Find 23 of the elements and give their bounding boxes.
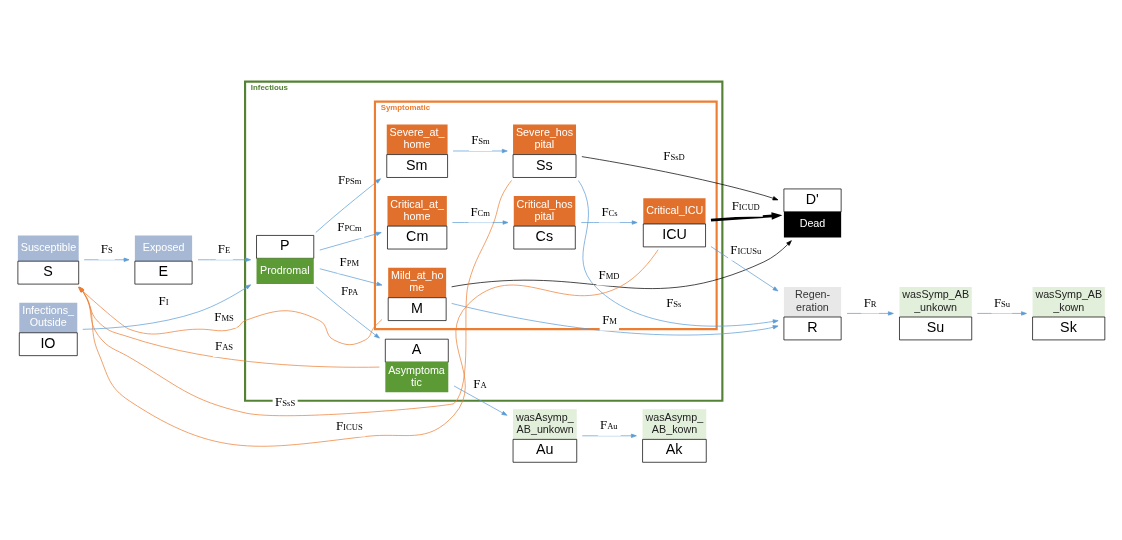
edge-label: FCm [470,204,491,219]
edge-label: FA [473,376,487,391]
edge-label: FPA [340,283,359,298]
edge-label: FAu [600,417,618,432]
edge-label: FPCm [337,219,362,234]
edge-label: FCs [601,204,618,219]
edge-label: FICUD [731,198,760,213]
edge-label: FSsD [663,148,685,163]
edge-label: FMS [214,309,234,324]
edge-label: FSs [666,295,682,310]
edge-label: FR [863,295,877,310]
edge-label: FS [100,241,113,256]
edge-label: FSm [471,132,490,147]
edge-label: FMD [598,267,620,282]
edge-label: FI [158,293,169,308]
edge-label: FM [602,312,617,327]
edge-label: FPM [339,254,360,269]
edge-label: FICUS [335,418,363,433]
edge-label: FE [217,241,231,256]
edge-label: FICUSu [730,242,762,257]
edge-label: FSu [993,295,1011,310]
edge-label: FAS [215,338,234,353]
edge-label: FPSm [338,172,362,187]
